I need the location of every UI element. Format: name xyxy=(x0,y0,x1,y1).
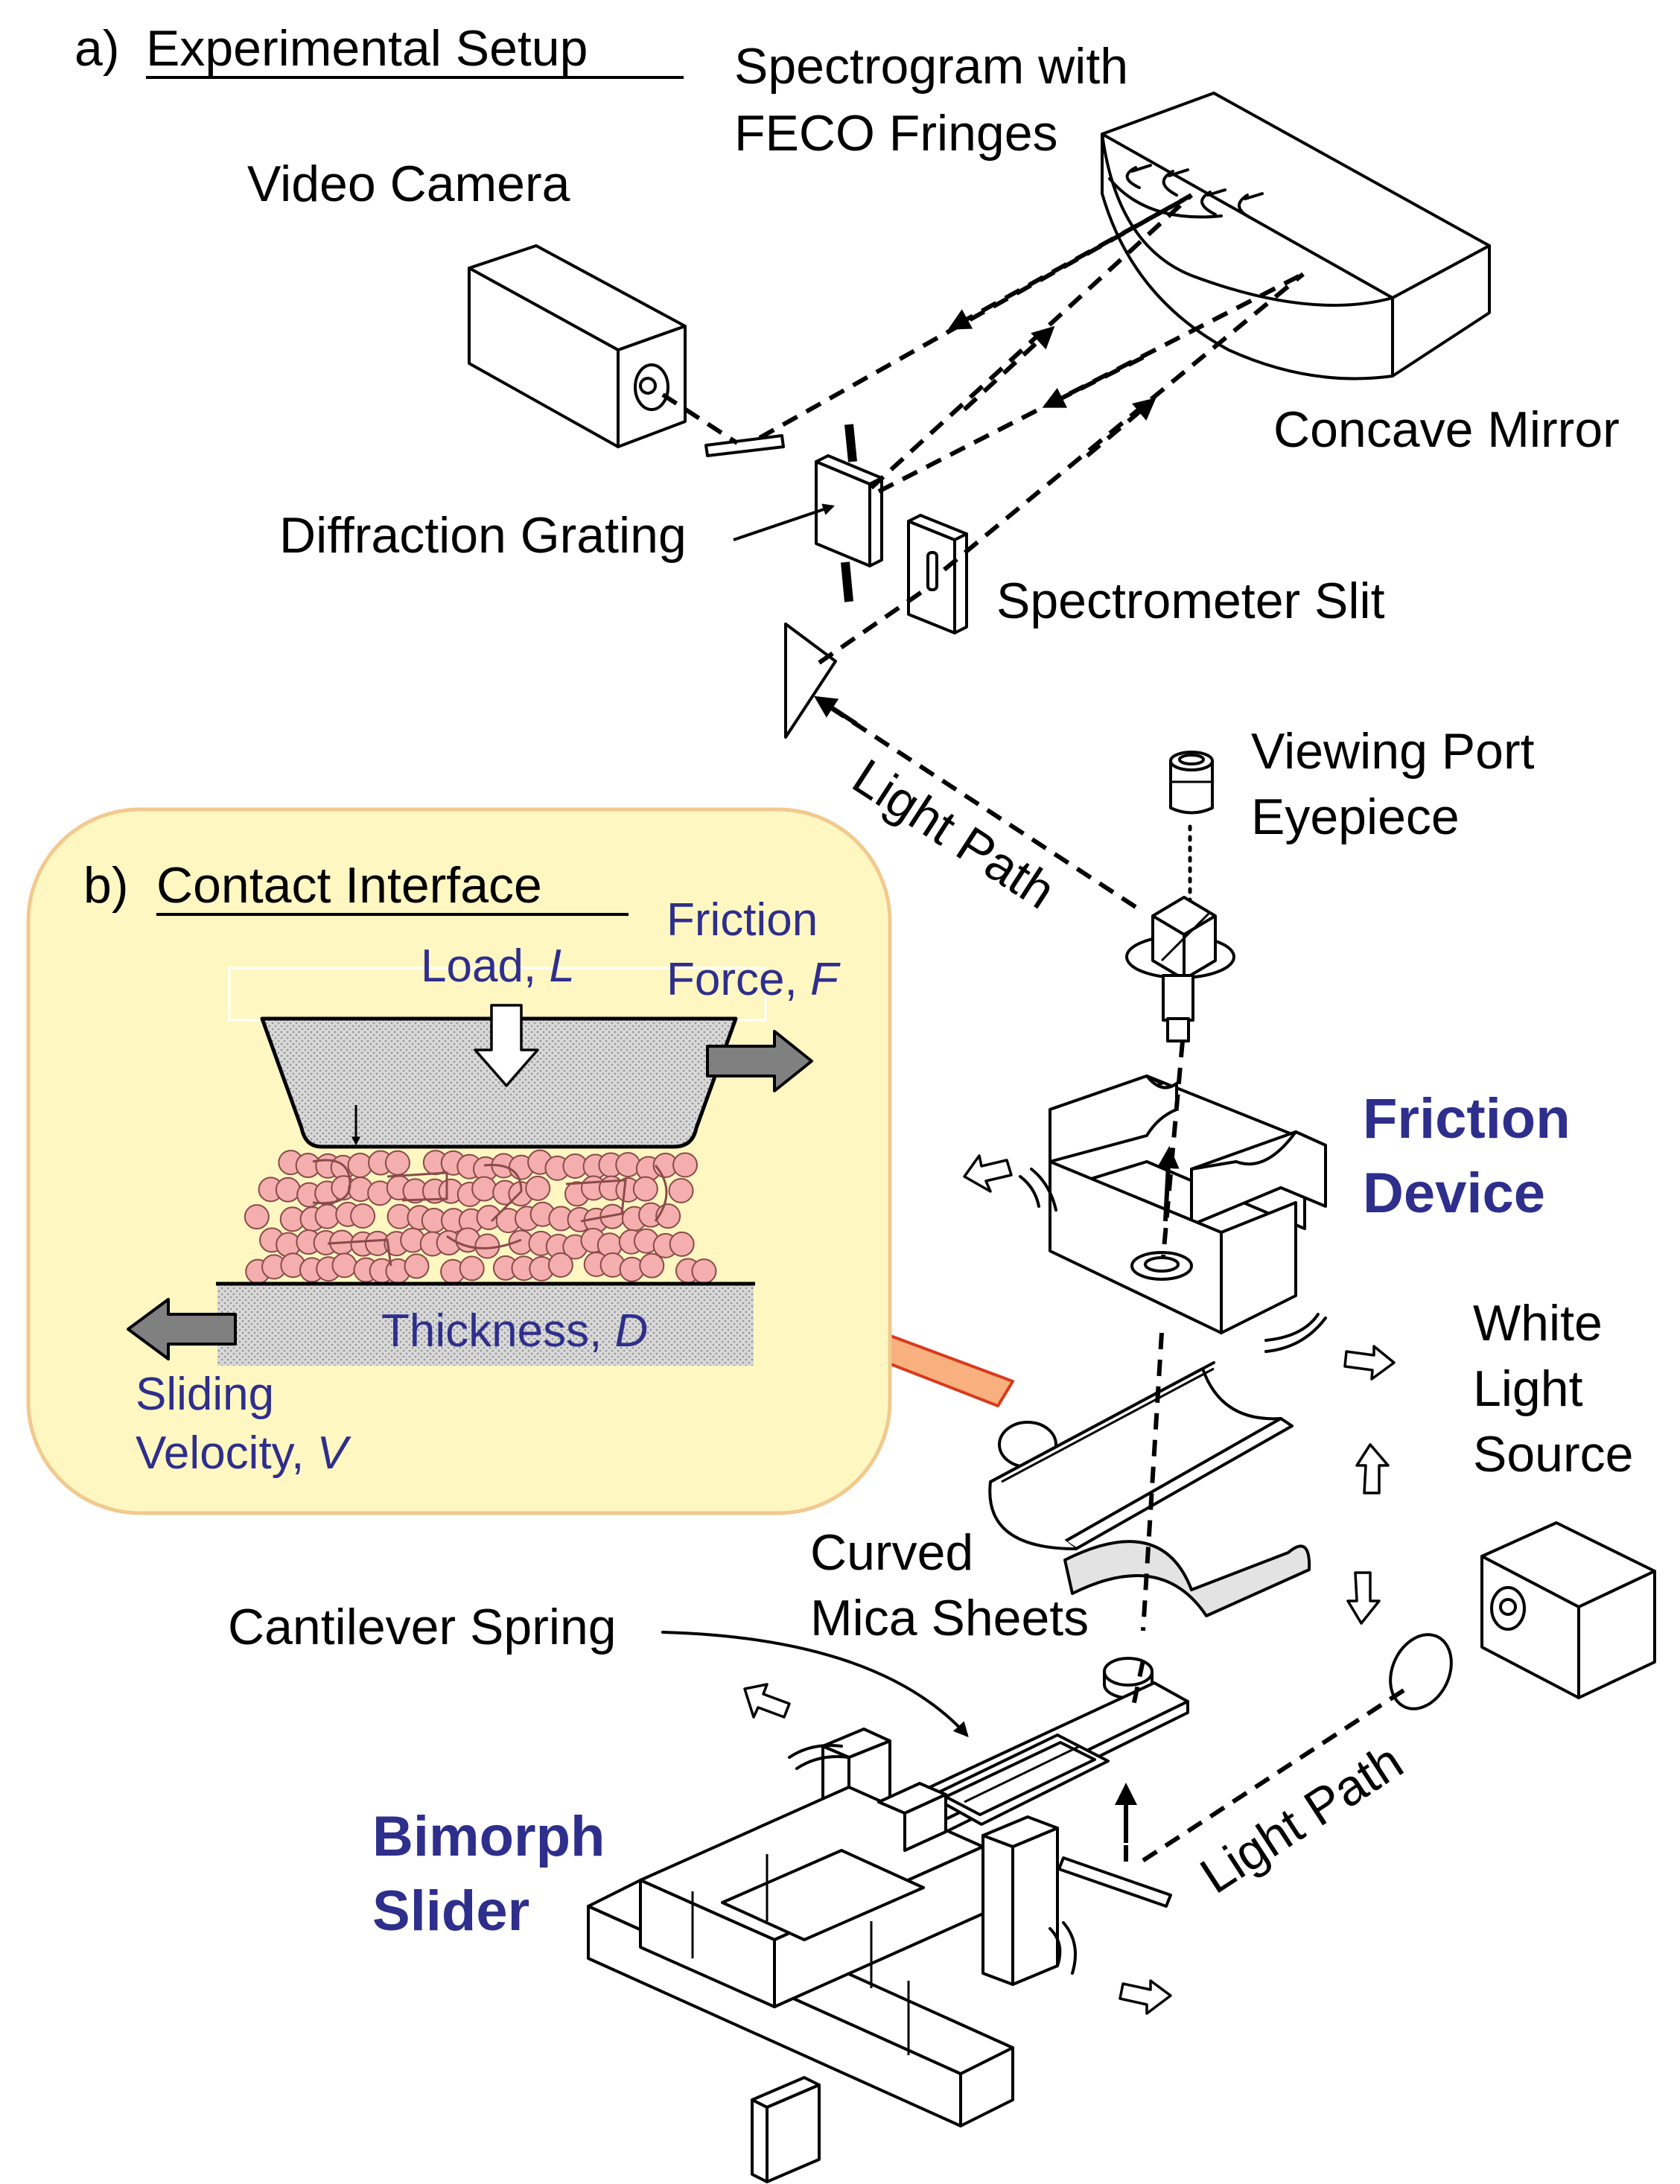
molecule-chain-outline xyxy=(386,1171,448,1202)
molecule-chain-outline xyxy=(565,1179,627,1223)
molecule-bead xyxy=(244,1204,270,1230)
sliding-velocity-arrow xyxy=(127,1298,237,1360)
spectrometer-light-rays xyxy=(661,193,1305,665)
light-path-upper xyxy=(829,705,1137,909)
diffraction-grating-label: Diffraction Grating xyxy=(279,507,687,564)
molecule-chain-outline xyxy=(327,1238,392,1267)
confined-molecules xyxy=(244,1149,717,1284)
molecule-bead xyxy=(525,1175,551,1201)
spectrometer-slit-label: Spectrometer Slit xyxy=(996,573,1385,629)
molecule-bead xyxy=(615,1152,641,1178)
white-light-source xyxy=(1480,1521,1656,1699)
molecule-chain-outline xyxy=(483,1163,523,1223)
molecule-chain-outline xyxy=(446,1235,522,1249)
curved-mica-sheets xyxy=(988,1361,1311,1617)
bimorph-label-1: Bimorph xyxy=(372,1805,605,1868)
molecule-bead xyxy=(384,1150,410,1176)
sliding-label-1: Sliding xyxy=(136,1369,274,1420)
concave-mirror-label: Concave Mirror xyxy=(1273,401,1620,458)
molecule-bead xyxy=(471,1176,497,1202)
molecule-bead xyxy=(404,1253,430,1279)
friction-device-light-arrow xyxy=(1156,1146,1180,1222)
bimorph-motion-arrows xyxy=(743,1683,1172,2015)
condenser-lens xyxy=(1389,1633,1453,1710)
molecule-bead xyxy=(350,1203,376,1229)
upper-surface xyxy=(260,1016,738,1149)
molecule-bead xyxy=(474,1233,500,1259)
friction-label-1: Friction xyxy=(666,894,818,946)
curved-mica-label-1: Curved xyxy=(810,1524,973,1581)
light-path-to-cantilever xyxy=(1130,1660,1145,1713)
friction-label-2: Force, F xyxy=(666,954,841,1005)
friction-device-motion-arrows xyxy=(963,1154,1396,1625)
molecule-chain-outline xyxy=(312,1159,351,1205)
friction-device-label-2: Device xyxy=(1363,1162,1545,1225)
molecule-bead xyxy=(691,1258,717,1284)
load-label: Load, L xyxy=(421,940,575,992)
white-light-label-2: Light xyxy=(1473,1360,1583,1417)
sliding-label-2: Velocity, V xyxy=(136,1427,352,1479)
friction-device-label-1: Friction xyxy=(1363,1087,1571,1150)
molecule-bead xyxy=(639,1252,665,1279)
panel-b-prefix: b) xyxy=(83,857,128,914)
panel-b: b) Contact Interface Load, L Friction Fo… xyxy=(26,807,892,1515)
mica-light-path xyxy=(1141,1332,1164,1631)
bimorph-slider xyxy=(587,1728,1172,2183)
beam-splitter-cube xyxy=(1125,896,1235,1042)
bimorph-label-2: Slider xyxy=(372,1879,529,1943)
molecule-bead xyxy=(672,1152,699,1178)
molecule-bead xyxy=(668,1178,694,1204)
lower-surface xyxy=(217,1284,754,1366)
molecule-bead xyxy=(547,1252,573,1278)
curved-mica-label-2: Mica Sheets xyxy=(810,1590,1089,1646)
panel-a-prefix: a) xyxy=(74,20,119,77)
friction-force-arrow xyxy=(706,1030,813,1092)
spectrometer-slit xyxy=(907,514,968,634)
friction-device xyxy=(1049,1075,1327,1334)
thickness-label: Thickness, D xyxy=(381,1305,648,1357)
eyepiece xyxy=(1169,751,1214,815)
concave-mirror xyxy=(1101,92,1491,381)
white-light-label-3: Source xyxy=(1473,1426,1633,1483)
light-path-upper-arrow xyxy=(813,695,858,726)
molecule-bead xyxy=(459,1255,485,1282)
molecule-bead xyxy=(669,1231,695,1257)
molecule-chain-outline xyxy=(654,1165,668,1222)
viewing-port-label-2: Eyepiece xyxy=(1251,789,1460,845)
prism xyxy=(784,623,837,739)
cantilever-spring-pointer xyxy=(661,1631,969,1737)
molecule-bead xyxy=(275,1177,301,1203)
panel-a-title: Experimental Setup xyxy=(146,20,588,77)
camera-mirror xyxy=(704,434,785,457)
video-camera xyxy=(468,244,687,448)
molecule-bead xyxy=(331,1252,357,1279)
load-arrow xyxy=(474,1004,539,1087)
white-light-label-1: White xyxy=(1473,1295,1603,1352)
spectrogram-label-2: FECO Fringes xyxy=(734,105,1058,162)
video-camera-label: Video Camera xyxy=(247,156,570,212)
viewing-port-label-1: Viewing Port xyxy=(1251,723,1535,780)
spectrogram-label-1: Spectrogram with xyxy=(734,38,1128,95)
diffraction-grating xyxy=(815,424,883,602)
cantilever-spring-label: Cantilever Spring xyxy=(228,1599,617,1655)
molecule-bead xyxy=(632,1176,658,1202)
diffraction-grating-pointer xyxy=(733,503,836,541)
panel-b-title: Contact Interface xyxy=(156,857,542,914)
